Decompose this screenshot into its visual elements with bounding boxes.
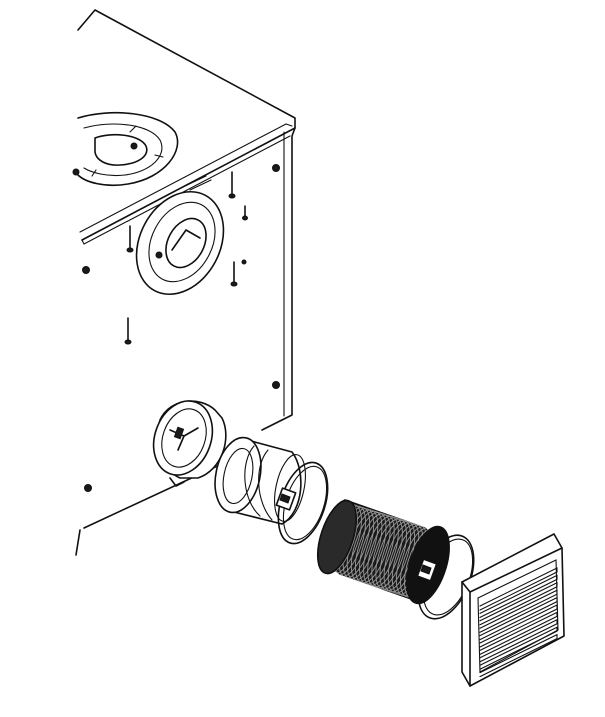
grille-louvre [479,581,558,626]
grille-louvre [479,626,558,670]
duct-rib [375,519,412,590]
duct-rib [363,515,399,586]
top-duct-collar [72,111,179,187]
grille-louvre [479,611,558,655]
louvred-wall-grille [461,533,565,687]
duct-rib [367,517,403,588]
screw [228,171,236,199]
screw [124,317,132,345]
cabinet-housing [75,9,296,556]
grille-louvre [479,604,558,648]
spigot-with-damper [152,400,227,487]
grille-louvre [479,589,558,633]
grille-louvre [479,596,558,641]
duct-rib [359,514,395,585]
screw [242,205,248,221]
grille-louvre [479,633,558,678]
screw [230,261,238,287]
grille-louvre [479,567,558,611]
grille-louvre [479,574,558,618]
hose-clamp [275,461,329,545]
flexible-duct [316,499,450,605]
fixing-screws [82,164,280,492]
duct-rib [350,512,387,582]
screw [126,225,134,253]
side-duct-collar [135,190,225,296]
grille-louvre [479,618,558,663]
duct-rib [354,513,391,584]
duct-rib [371,518,407,589]
